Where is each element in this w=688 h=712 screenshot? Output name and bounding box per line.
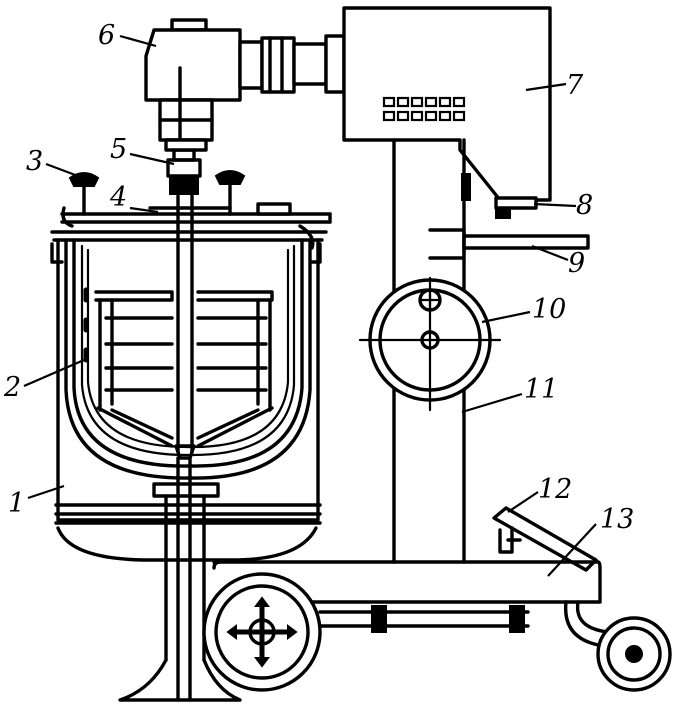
leader-lines [23, 34, 597, 577]
callout-5: 5 [110, 134, 127, 165]
shaft-coupling [166, 148, 202, 195]
callout-6: 6 [98, 20, 115, 51]
button-panel [382, 96, 466, 122]
callout-10: 10 [532, 294, 566, 325]
agitator [94, 194, 274, 460]
control-housing [342, 6, 552, 219]
callout-11: 11 [524, 374, 558, 405]
callout-9: 9 [568, 248, 585, 279]
trolley-base [212, 560, 610, 648]
callout-8: 8 [576, 190, 593, 221]
callout-2: 2 [3, 372, 21, 403]
front-caster [596, 616, 672, 692]
vessel-lid [60, 202, 332, 224]
callout-3: 3 [26, 146, 43, 177]
lid-clamp-knob [68, 170, 246, 216]
lift-handwheel [358, 276, 502, 412]
callout-labels: 1 2 3 4 5 6 7 8 9 10 11 12 13 [3, 20, 634, 535]
foot-pedal [492, 506, 598, 572]
callout-1: 1 [8, 488, 25, 519]
vessel-body [50, 230, 328, 562]
motor-gearhead [144, 18, 346, 152]
callout-7: 7 [566, 70, 584, 101]
callout-4: 4 [109, 182, 127, 213]
callout-13: 13 [600, 504, 634, 535]
callout-12: 12 [538, 474, 572, 505]
rear-wheel [202, 572, 322, 692]
vessel-jacket [50, 206, 322, 480]
